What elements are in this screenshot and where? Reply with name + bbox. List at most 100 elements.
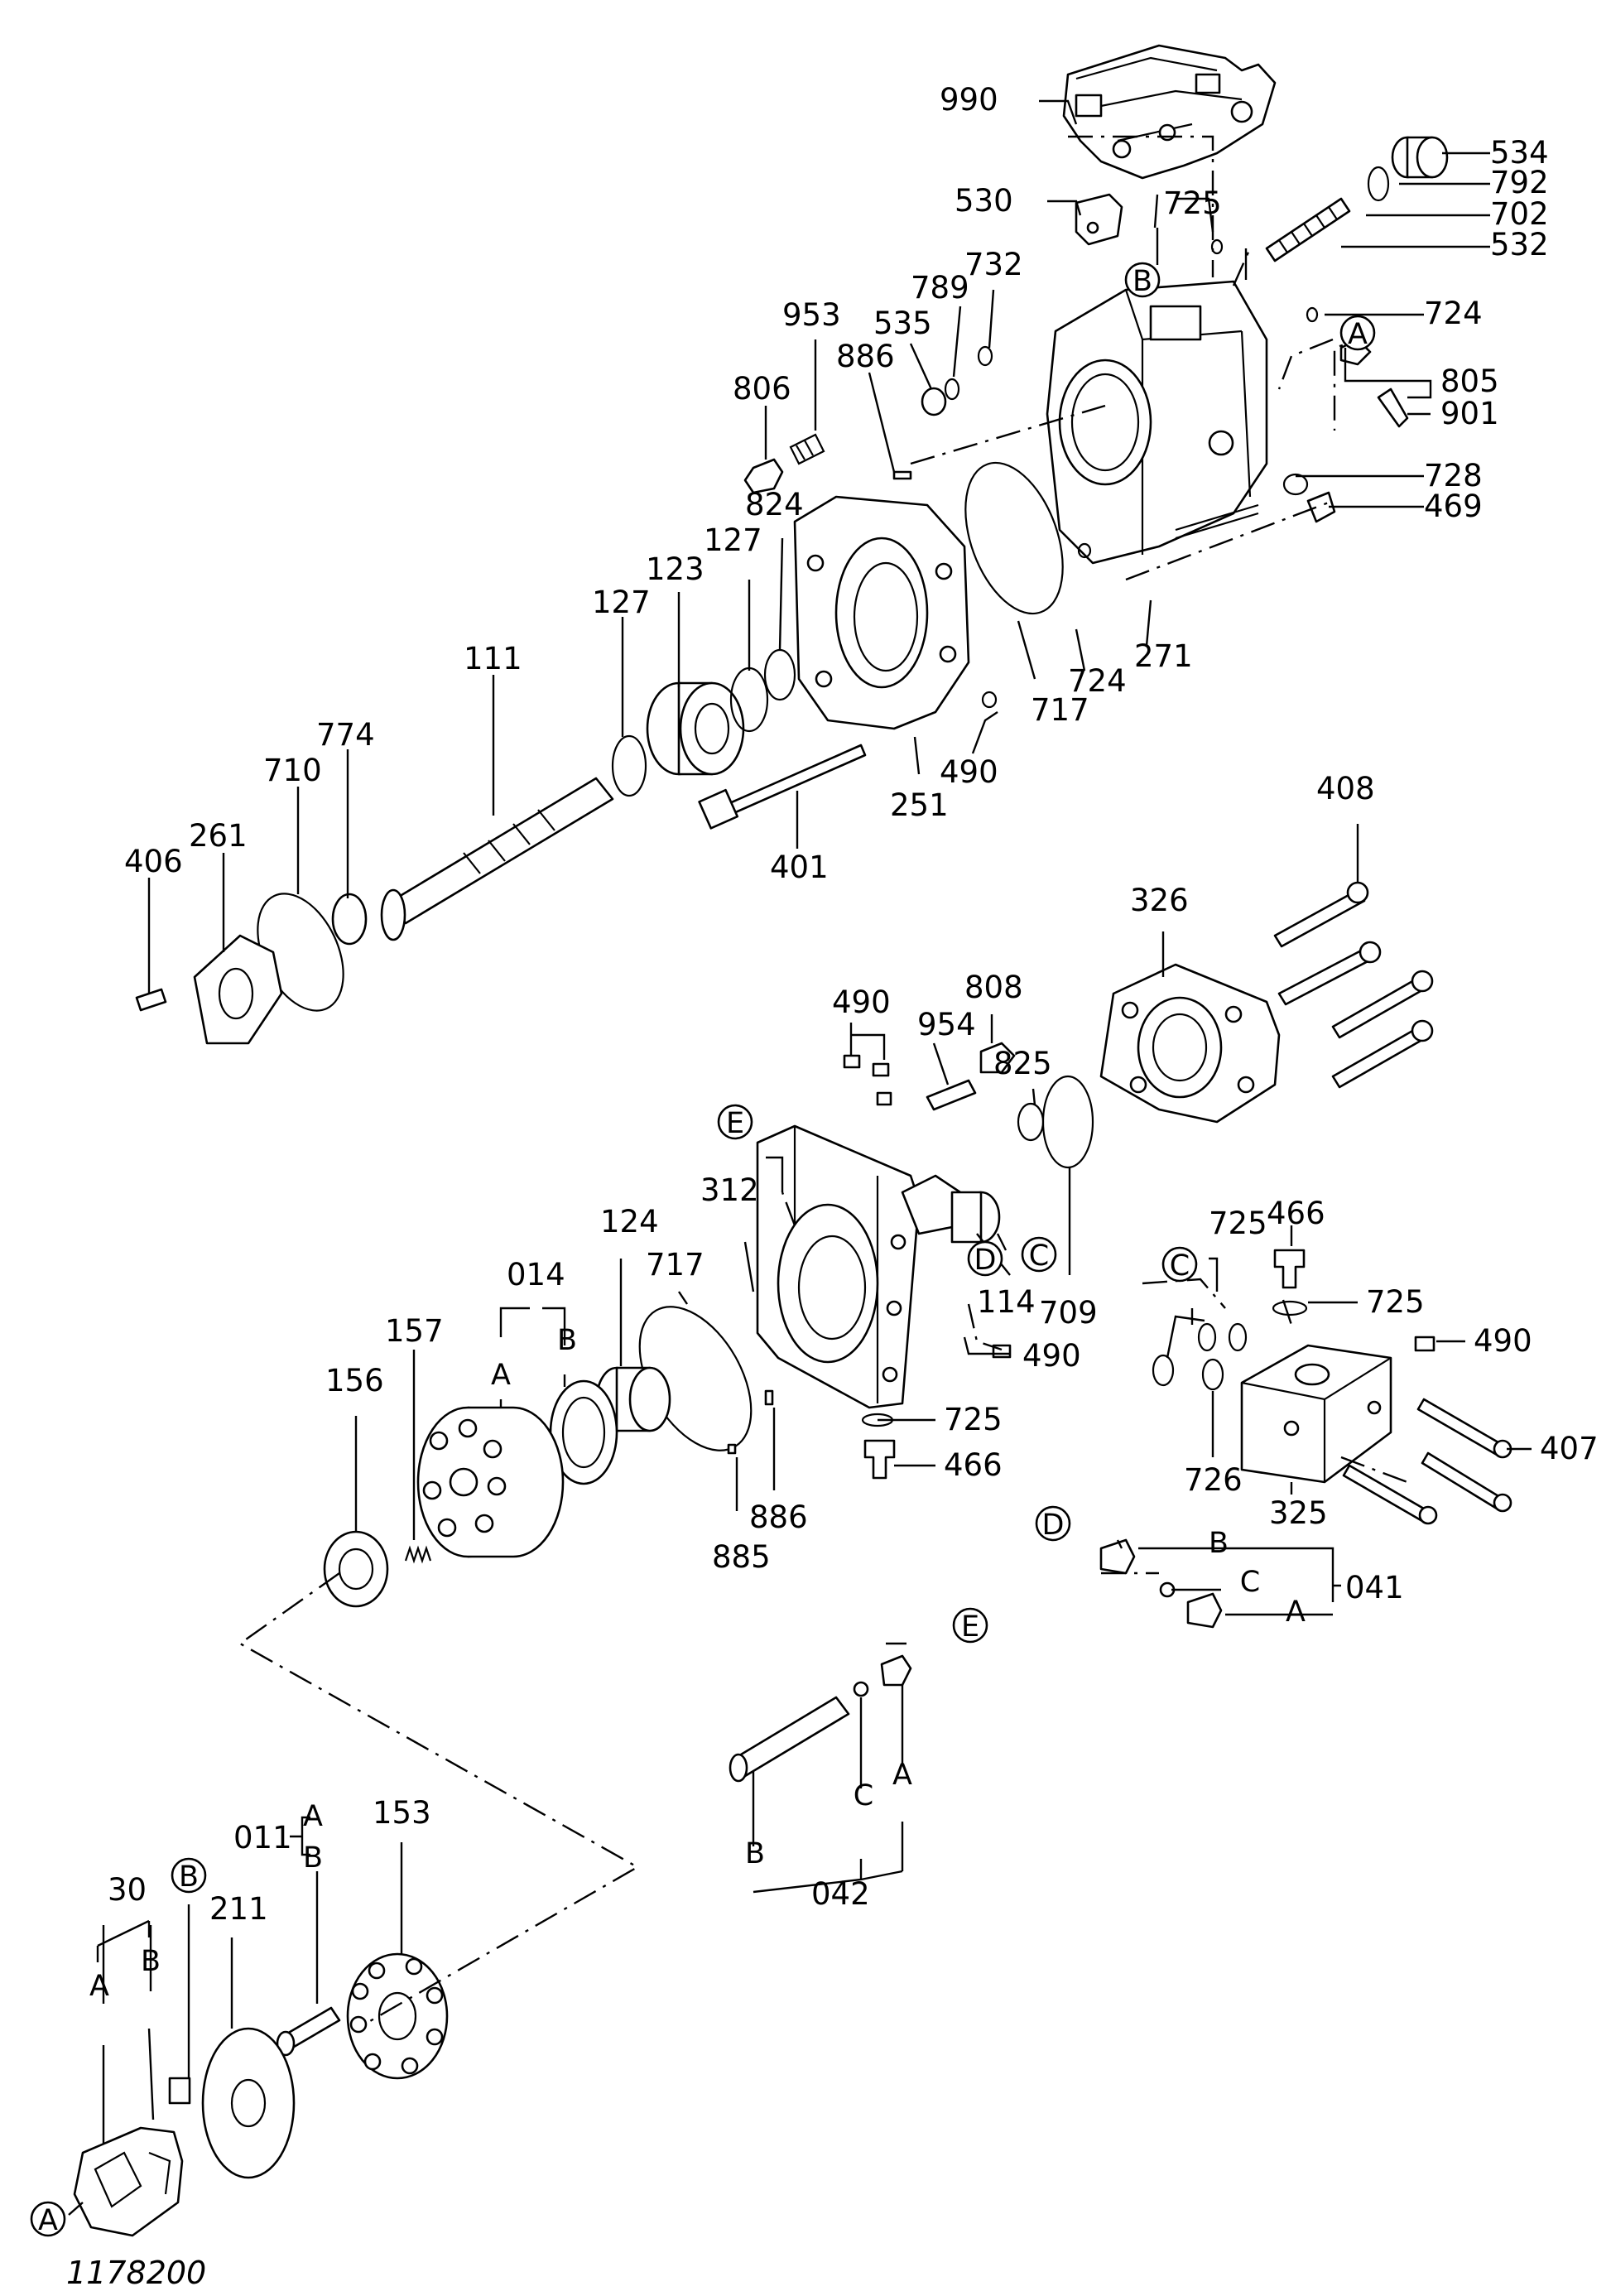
svg-text:A: A	[892, 1759, 912, 1792]
part-211-plate	[201, 2027, 296, 2179]
svg-text:B: B	[1133, 265, 1152, 298]
svg-text:886: 886	[836, 339, 895, 374]
svg-text:B: B	[179, 1860, 199, 1894]
part-824-snap-ring	[763, 648, 796, 701]
part-808-nut	[979, 1042, 1016, 1074]
part-530	[1075, 193, 1123, 246]
part-042	[729, 1654, 912, 1783]
part-271-pump-casing	[1046, 280, 1268, 565]
part-326-head	[1099, 963, 1281, 1124]
part-127-spacer-b	[611, 734, 647, 797]
part-156-retainer	[323, 1530, 389, 1608]
marker-a-bottom: A	[30, 2201, 66, 2237]
part-726-rings	[1152, 1249, 1435, 1391]
svg-text:709: 709	[1039, 1295, 1098, 1331]
svg-text:011: 011	[233, 1820, 292, 1856]
svg-text:530: 530	[955, 183, 1013, 219]
part-153-shoe-plate	[346, 1952, 449, 2080]
svg-text:251: 251	[890, 787, 949, 823]
svg-text:789: 789	[911, 270, 969, 306]
svg-text:A: A	[491, 1359, 511, 1392]
svg-text:535: 535	[873, 306, 932, 341]
svg-text:724: 724	[1424, 296, 1483, 331]
svg-text:127: 127	[704, 522, 762, 558]
marker-d-right: D	[1035, 1505, 1071, 1542]
svg-text:111: 111	[464, 641, 522, 676]
svg-text:014: 014	[507, 1257, 565, 1292]
svg-text:127: 127	[592, 585, 651, 620]
part-123-bearing	[646, 681, 745, 776]
part-825-ring	[1017, 1102, 1045, 1142]
svg-text:A: A	[89, 1970, 109, 2003]
svg-text:408: 408	[1316, 771, 1375, 806]
svg-text:157: 157	[385, 1313, 444, 1349]
circled-letter-markers: B A E D C C D E B A	[30, 262, 1376, 2237]
part-407-bolts	[1342, 1398, 1512, 1525]
part-157-spring	[404, 1545, 432, 1564]
part-534-792-702-532	[1265, 136, 1449, 262]
svg-text:990: 990	[940, 82, 998, 118]
svg-text:732: 732	[964, 247, 1023, 282]
part-990-regulator	[1062, 44, 1277, 180]
svg-text:490: 490	[940, 754, 998, 790]
assembly-centerlines	[238, 135, 1408, 2026]
part-014-a-cylinder	[416, 1406, 565, 1558]
marker-d-mid: D	[967, 1240, 1003, 1277]
svg-text:725: 725	[944, 1402, 1003, 1437]
svg-text:774: 774	[316, 717, 375, 753]
svg-text:C: C	[854, 1779, 873, 1812]
svg-text:261: 261	[189, 818, 248, 854]
svg-text:A: A	[1286, 1596, 1306, 1629]
figure-number: 1178200	[66, 2255, 206, 2291]
svg-text:806: 806	[733, 371, 791, 407]
svg-text:469: 469	[1424, 489, 1483, 524]
svg-text:A: A	[303, 1800, 323, 1833]
part-406-bolt	[135, 988, 167, 1012]
svg-text:726: 726	[1184, 1462, 1243, 1498]
marker-b-bottom: B	[171, 1857, 207, 1894]
svg-text:490: 490	[1474, 1323, 1532, 1359]
marker-c-right: C	[1161, 1246, 1198, 1283]
part-callouts: 990 534 792 702 532 530 725 732 789 535 …	[108, 82, 1599, 1927]
marker-e-right: E	[952, 1607, 988, 1644]
svg-text:326: 326	[1130, 883, 1189, 918]
svg-text:325: 325	[1269, 1495, 1328, 1531]
svg-text:B: B	[557, 1324, 577, 1357]
part-408-bolts	[1273, 881, 1434, 1089]
svg-text:D: D	[1042, 1509, 1065, 1542]
svg-text:042: 042	[811, 1876, 870, 1912]
svg-text:808: 808	[964, 970, 1023, 1005]
marker-b-top: B	[1124, 262, 1161, 298]
svg-text:490: 490	[1022, 1338, 1081, 1374]
svg-text:30: 30	[108, 1872, 147, 1908]
svg-text:406: 406	[124, 844, 183, 879]
svg-text:114: 114	[977, 1284, 1036, 1320]
svg-text:B: B	[745, 1837, 765, 1870]
svg-text:041: 041	[1345, 1570, 1404, 1605]
marker-a-top: A	[1339, 315, 1376, 351]
marker-c-mid: C	[1021, 1236, 1057, 1273]
svg-text:153: 153	[373, 1795, 431, 1831]
svg-text:792: 792	[1490, 165, 1549, 200]
part-312-valve-block	[756, 1124, 921, 1409]
marker-e-mid: E	[717, 1104, 753, 1140]
svg-text:E: E	[961, 1610, 979, 1644]
svg-text:725: 725	[1209, 1206, 1267, 1241]
svg-text:124: 124	[600, 1204, 659, 1239]
svg-text:E: E	[726, 1107, 744, 1140]
part-401-bolt	[698, 744, 867, 830]
svg-text:717: 717	[1031, 692, 1089, 728]
part-954-screw	[926, 1079, 977, 1111]
svg-text:D: D	[974, 1244, 997, 1277]
svg-text:725: 725	[1366, 1284, 1425, 1320]
svg-text:710: 710	[263, 753, 322, 788]
svg-text:B: B	[1209, 1527, 1229, 1560]
svg-text:466: 466	[944, 1447, 1003, 1483]
part-325-block	[1240, 1344, 1392, 1484]
part-709-o-ring	[1041, 1075, 1094, 1169]
svg-text:534: 534	[1490, 135, 1549, 171]
svg-text:954: 954	[917, 1007, 976, 1042]
plain-letters: A B B C A A C B A B A B	[89, 1324, 1306, 2003]
svg-text:466: 466	[1267, 1196, 1325, 1231]
